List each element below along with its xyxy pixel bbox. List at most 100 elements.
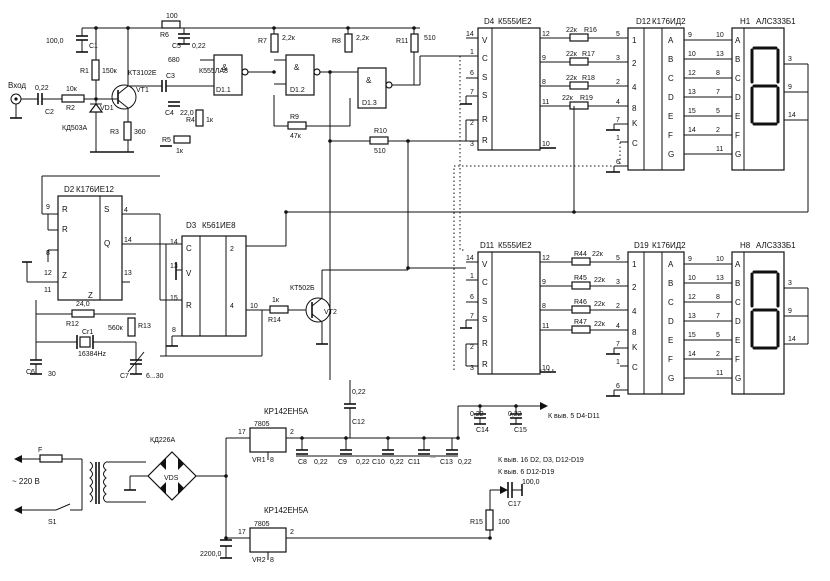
r3-resistor [123, 121, 132, 141]
bulk-cap-value: 2200,0 [200, 551, 222, 558]
gate-d1-3 [357, 67, 387, 109]
vr1-label: VR1 [252, 457, 266, 464]
d19-in-c: C [632, 363, 638, 372]
r4-label: R4 [186, 117, 195, 124]
input-stage: Вход 0,22 C2 10к R2 VD1 КД503А [8, 81, 114, 152]
d4-pin1: 1 [470, 49, 474, 56]
r9-resistor [287, 121, 307, 130]
bridge-label: VDS [164, 475, 179, 482]
r16-resistor [569, 33, 589, 42]
h8-seg-c: C [735, 298, 741, 307]
d11-pin-c: C [482, 278, 488, 287]
d11-pin-v: V [482, 260, 488, 269]
d12-pin5: 5 [616, 31, 620, 38]
h8-pin2: 2 [716, 351, 720, 358]
input-label: Вход [8, 81, 26, 90]
d2-pin13: 13 [124, 270, 132, 277]
d12-chip [627, 27, 685, 171]
d4-pin12: 12 [542, 31, 550, 38]
r16-value: 22к [566, 27, 578, 34]
gate-d1-3-symbol: & [366, 76, 372, 85]
vr2-code: 7805 [254, 521, 270, 528]
r4-resistor [195, 109, 204, 127]
d11-pin2: 2 [470, 344, 474, 351]
d19-in8: 8 [632, 328, 637, 337]
d19-out-g: G [668, 374, 674, 383]
r15-label: R15 [470, 519, 483, 526]
d12-pin4: 4 [616, 99, 620, 106]
d19-pin14: 14 [688, 351, 696, 358]
d11-pin-s1: S [482, 297, 487, 306]
vr1-in-pin: 17 [238, 429, 246, 436]
d12-out-b: B [668, 55, 673, 64]
vd1-label: VD1 [100, 105, 114, 112]
h1-seg-e: E [735, 112, 740, 121]
d19-pin13: 13 [688, 313, 696, 320]
h8-chip [731, 251, 785, 395]
h1-pin2: 2 [716, 127, 720, 134]
d19-pin7: 7 [616, 341, 620, 348]
h8-name: H8 [740, 241, 751, 250]
gate-d1-2-label: D1.2 [290, 87, 305, 94]
d11-pin14: 14 [466, 255, 474, 262]
d4-pin-r1: R [482, 115, 488, 124]
r11-value: 510 [424, 35, 436, 42]
r14-value: 1к [272, 297, 280, 304]
c12-value: 0,22 [352, 389, 366, 396]
r6-label: R6 [160, 32, 169, 39]
power-supply: F ~ 220 В S1 КД226А VDS [12, 380, 600, 564]
r15-value: 100 [498, 519, 510, 526]
r44-value: 22к [592, 251, 604, 258]
d2-pin12: 12 [44, 270, 52, 277]
d2-pin-q: Q [104, 239, 110, 248]
oscillator-stage: 100,0 C1 R1 150к КТ3102Е VT1 R3 360 100 … [46, 13, 466, 380]
r7-resistor [270, 33, 279, 53]
r2-value: 10к [66, 86, 78, 93]
h1-pin14: 14 [788, 112, 796, 119]
vt2-type: КТ502Б [290, 285, 315, 292]
vt2-transistor [305, 297, 331, 323]
r45-label: R45 [574, 275, 587, 282]
c10-label: C10 [372, 459, 385, 466]
d19-in-k: K [632, 343, 638, 352]
r17-value: 22к [566, 51, 578, 58]
d2-name: D2 [64, 185, 75, 194]
vr1-type: КР142ЕН5А [264, 407, 309, 416]
gate-d1-3-label: D1.3 [362, 100, 377, 107]
h8-seg-g: G [735, 374, 741, 383]
c14-label: C14 [476, 427, 489, 434]
d11-name: D11 [480, 241, 495, 250]
h8-pin9: 9 [788, 308, 792, 315]
r7-label: R7 [258, 38, 267, 45]
d11-pin6: 6 [470, 294, 474, 301]
fuse [39, 454, 63, 463]
d19-pin4: 4 [616, 323, 620, 330]
note-d12-d19: К выв. 6 D12-D19 [498, 469, 554, 476]
c17-value: 100,0 [522, 479, 540, 486]
r47-label: R47 [574, 319, 587, 326]
d12-pin6: 6 [616, 159, 620, 166]
cr1-value: 16384Hz [78, 351, 107, 358]
r16-label: R16 [584, 27, 597, 34]
h8-display: H8 АЛС333Б1 A B C D E F G 3 9 14 [731, 241, 809, 395]
c17-label: C17 [508, 501, 521, 508]
r1-label: R1 [80, 68, 89, 75]
d12-pin12: 12 [688, 70, 696, 77]
h8-seg-f: F [735, 355, 740, 364]
note-d2-d19: К выв. 16 D2, D3, D12-D19 [498, 457, 584, 464]
d12-out-g: G [668, 150, 674, 159]
d2-pin14: 14 [124, 237, 132, 244]
d2-pin-r1: R [62, 205, 68, 214]
d4-pin-r2: R [482, 136, 488, 145]
d2-pin9: 9 [46, 204, 50, 211]
c13-value: 0,22 [458, 459, 472, 466]
gate-d1-1-symbol: & [222, 63, 228, 72]
d12-pin9: 9 [688, 32, 692, 39]
h8-pin7: 7 [716, 313, 720, 320]
r2-resistor [61, 94, 85, 103]
d4-pin-c: C [482, 54, 488, 63]
h8-pin11: 11 [716, 370, 723, 377]
vr1-code: 7805 [254, 421, 270, 428]
d2-chip [57, 195, 123, 301]
r6-resistor [161, 20, 181, 29]
